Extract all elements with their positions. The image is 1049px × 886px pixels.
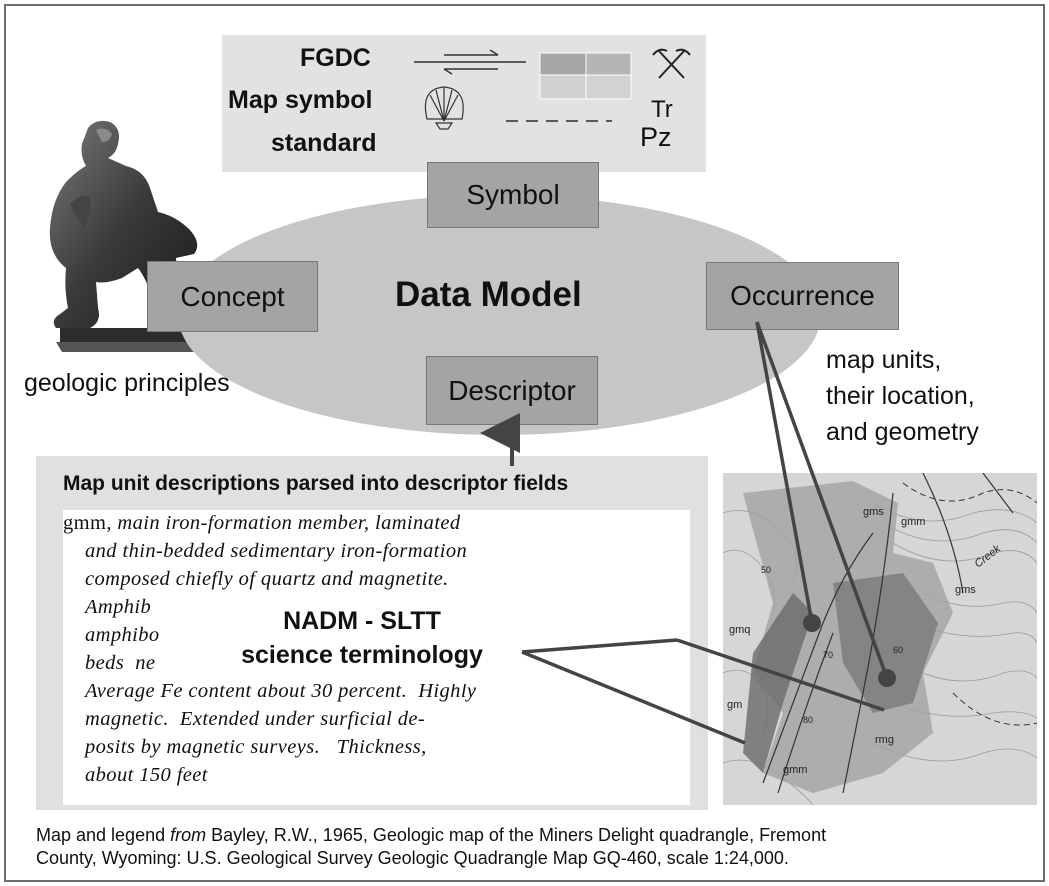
geologic-map-image: gms gmm gmq gm rmg gmm gms Creek 50 70 6… (723, 473, 1037, 805)
standard-label: standard (271, 129, 377, 157)
color-swatch-icon (539, 52, 632, 100)
map-label: rmg (875, 734, 894, 746)
symbol-box: Symbol (427, 162, 599, 228)
unit-code: gmm, (63, 512, 112, 534)
nadm-subtitle: science terminology (241, 641, 483, 669)
description-line: about 150 feet (85, 764, 208, 786)
triassic-symbol: Tr (651, 96, 673, 123)
map-label: 80 (803, 715, 813, 725)
occurrence-box: Occurrence (706, 262, 899, 330)
occurrence-caption-line: their location, (826, 382, 975, 410)
description-line: Average Fe content about 30 percent. Hig… (85, 680, 477, 702)
concept-caption: geologic principles (24, 369, 230, 397)
map-symbol-label: Map symbol (228, 86, 373, 114)
descriptor-panel-heading: Map unit descriptions parsed into descri… (63, 472, 569, 495)
mine-pick-icon (652, 48, 691, 79)
fgdc-title: FGDC (300, 44, 371, 72)
map-label: gmm (901, 516, 925, 528)
map-label: gmq (729, 624, 750, 636)
citation: Map and legend from Bayley, R.W., 1965, … (36, 824, 826, 870)
geologic-map: gms gmm gmq gm rmg gmm gms Creek 50 70 6… (723, 473, 1037, 805)
occurrence-caption-line: map units, (826, 346, 942, 374)
description-line: magnetic. Extended under surficial de- (85, 708, 426, 730)
description-line: composed chiefly of quartz and magnetite… (85, 568, 449, 590)
fault-symbol-icon (414, 49, 526, 75)
shell-fossil-icon (424, 86, 464, 130)
occurrence-label: Occurrence (730, 280, 875, 311)
map-label: gms (955, 584, 976, 596)
map-label: gms (863, 506, 884, 518)
citation-line: County, Wyoming: U.S. Geological Survey … (36, 848, 789, 868)
paleozoic-symbol: Pz (640, 122, 672, 152)
map-label: gm (727, 699, 742, 711)
nadm-overlay-box (206, 596, 518, 684)
map-label: 70 (823, 650, 833, 660)
map-label: 60 (893, 645, 903, 655)
map-label: gmm (783, 764, 807, 776)
nadm-title: NADM - SLTT (283, 607, 441, 635)
description-line-text: main iron-formation member, laminated (117, 512, 461, 534)
description-line: posits by magnetic surveys. Thickness, (85, 736, 427, 758)
description-line: gmm, main iron-formation member, laminat… (63, 512, 461, 535)
nadm-overlay-text: NADM - SLTT science terminology (206, 604, 518, 672)
fgdc-symbols (414, 48, 691, 130)
descriptor-box: Descriptor (426, 356, 598, 425)
citation-line: Map and legend from Bayley, R.W., 1965, … (36, 825, 827, 845)
occurrence-caption: map units, their location, and geometry (826, 342, 979, 450)
concept-box: Concept (147, 261, 318, 332)
data-model-label: Data Model (395, 275, 582, 314)
descriptor-label: Descriptor (448, 374, 576, 406)
symbol-label: Symbol (466, 179, 560, 210)
concept-label: Concept (180, 280, 285, 312)
map-label: 50 (761, 565, 771, 575)
occurrence-caption-line: and geometry (826, 418, 979, 446)
description-line: and thin-bedded sedimentary iron-formati… (85, 540, 468, 562)
